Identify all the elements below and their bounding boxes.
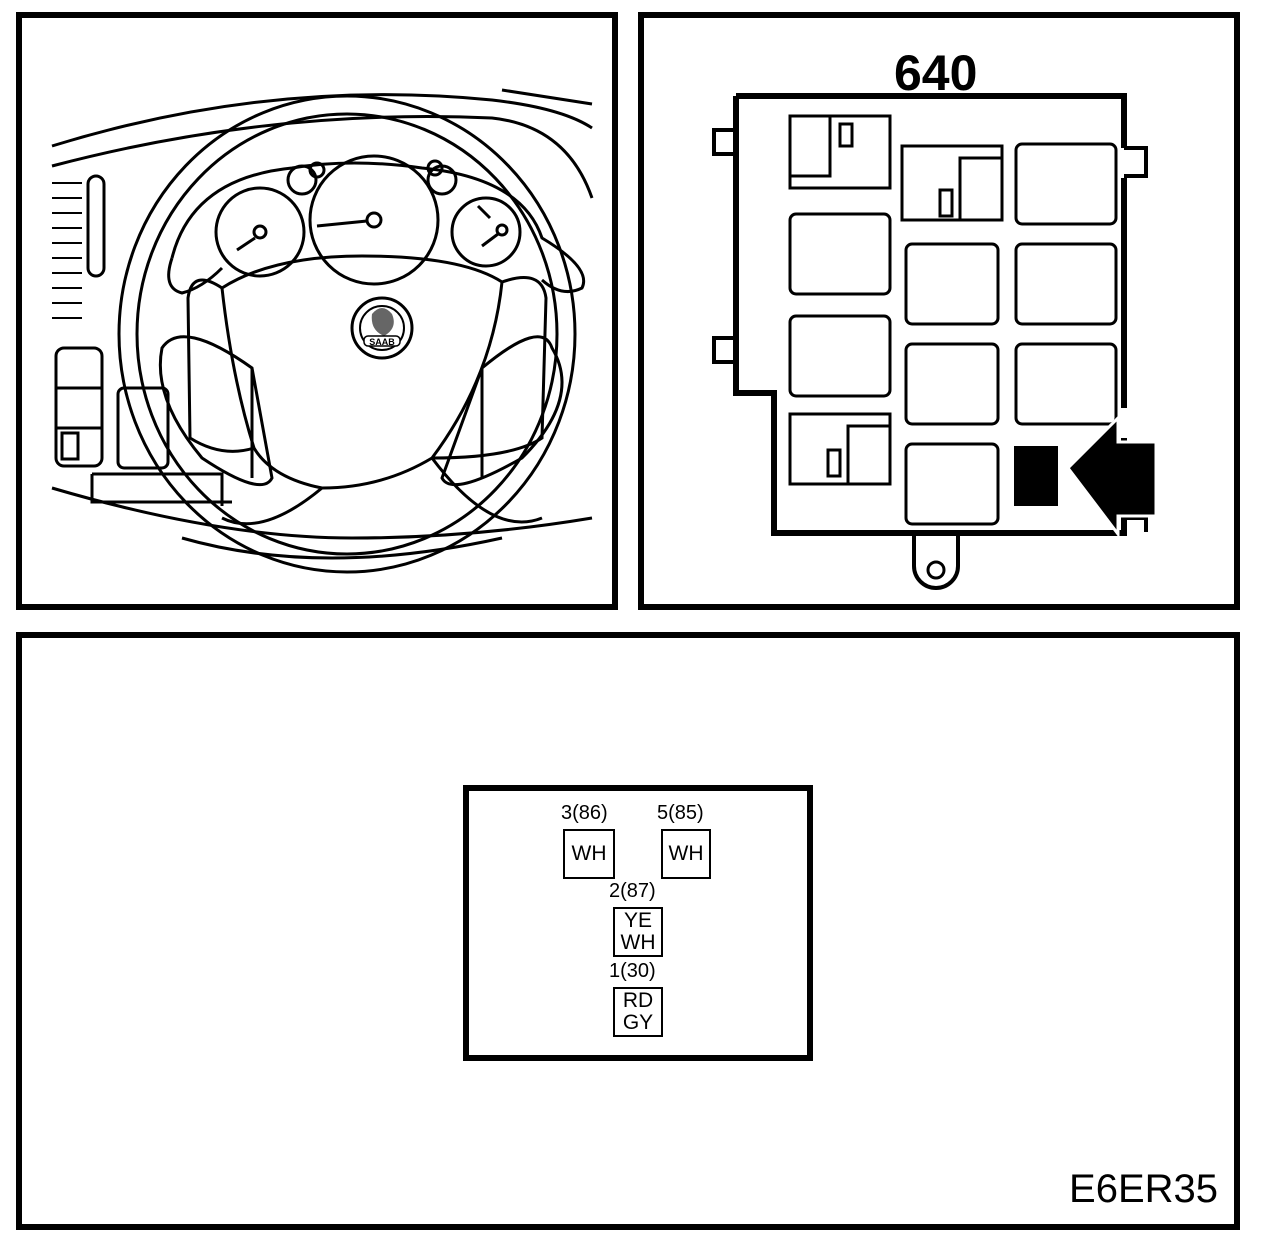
pin-3-cavity: WH	[563, 829, 615, 879]
location-arrow	[1066, 414, 1158, 539]
griffin-logo	[371, 308, 394, 336]
fuse-box-panel: 640	[638, 12, 1240, 610]
pin-5-cavity: WH	[661, 829, 711, 879]
figure-code: E6ER35	[1069, 1167, 1218, 1211]
pin-1-cavity: RD GY	[613, 987, 663, 1037]
pin-1-wire-color-2: GY	[622, 1011, 654, 1034]
dashboard-illustration: SAAB	[51, 88, 594, 574]
pin-label-3: 3(86)	[561, 802, 608, 824]
fuse-box-illustration	[712, 93, 1158, 590]
pin-2-wire-color-2: WH	[620, 931, 656, 954]
pin-label-1: 1(30)	[609, 960, 656, 982]
saab-badge-plate	[363, 335, 401, 347]
connector-face: 3(86) WH 5(85) WH 2(87) YE WH 1(30) RD G…	[463, 785, 813, 1061]
pin-5-wire-color: WH	[668, 842, 704, 865]
fuse-box-number: 640	[894, 45, 978, 101]
pin-2-cavity: YE WH	[613, 907, 663, 957]
connector-pinout-panel: 3(86) WH 5(85) WH 2(87) YE WH 1(30) RD G…	[16, 632, 1240, 1230]
highlighted-relay	[1014, 446, 1058, 506]
saab-badge-text: SAAB	[369, 337, 395, 347]
pin-2-wire-color-1: YE	[623, 909, 652, 932]
pin-label-2: 2(87)	[609, 880, 656, 902]
pin-1-wire-color-1: RD	[622, 989, 654, 1012]
dashboard-view-panel: SAAB	[16, 12, 618, 610]
pin-3-wire-color: WH	[571, 842, 607, 865]
pin-label-5: 5(85)	[657, 802, 704, 824]
